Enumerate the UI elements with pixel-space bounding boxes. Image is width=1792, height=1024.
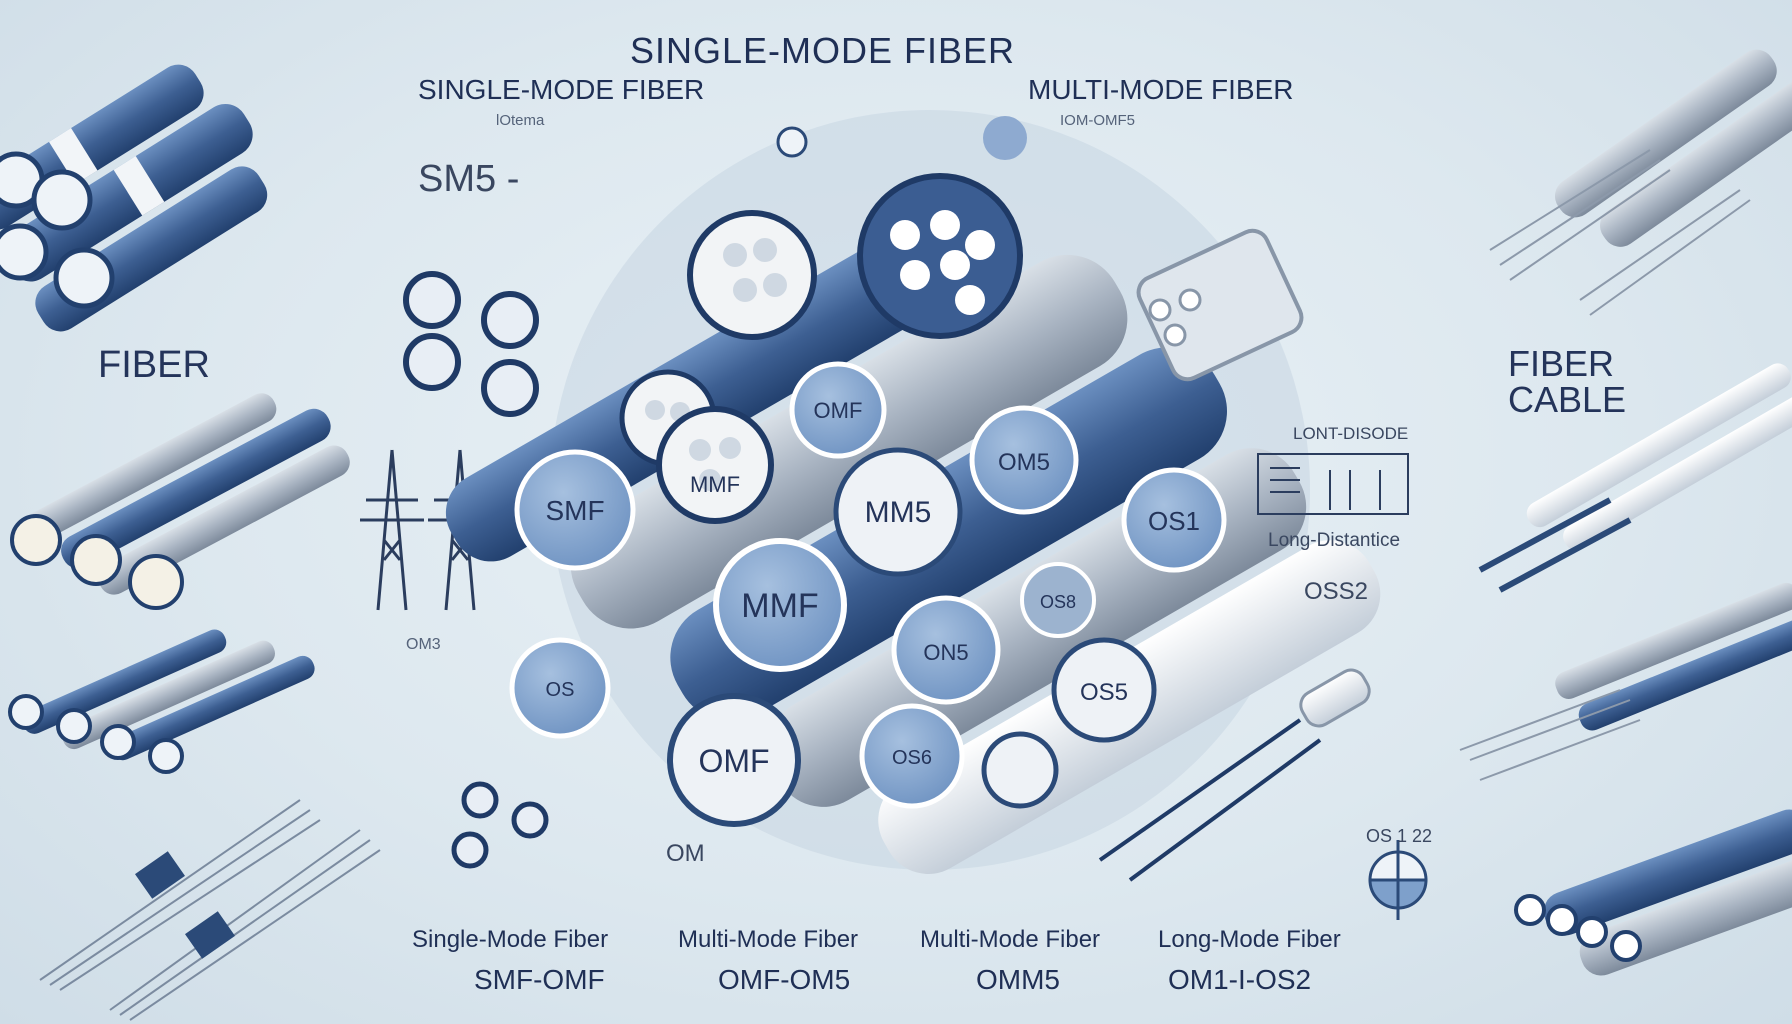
right-cable-bundle-bottom — [1514, 809, 1792, 976]
fiber-bundle-section-4 — [656, 406, 774, 524]
os122-label: OS 1 22 — [1366, 826, 1433, 846]
left-strands-bottom — [39, 799, 381, 1021]
sm5-label: SM5 - — [418, 158, 520, 200]
dot-marker-2 — [776, 126, 808, 158]
multi-mode-heading: MULTI-MODE FIBER — [1028, 74, 1294, 105]
connector-housing — [1136, 228, 1304, 382]
fiber-label: FIBER — [98, 344, 210, 386]
caption-multi-mode-name-2: Multi-Mode Fiber — [920, 926, 1101, 953]
badge-os8-text: OS8 — [1040, 592, 1076, 612]
caption-multi-mode-name-1: Multi-Mode Fiber — [678, 926, 859, 953]
badge-omf-bottom-text: OMF — [698, 743, 769, 779]
caption-long-mode-code: OM1-I-OS2 — [1168, 964, 1312, 995]
right-cables-low — [1459, 582, 1792, 781]
badge-os1-text: OS1 — [1148, 506, 1200, 536]
badge-os6: OS6 — [859, 703, 965, 809]
connector-pigtails — [1098, 718, 1322, 882]
badge-omf-top: OMF — [789, 361, 887, 459]
single-mode-subtitle: lOtema — [496, 112, 545, 129]
main-title: SINGLE-MODE FIBER — [630, 30, 1016, 71]
badge-os5-text: OS5 — [1080, 679, 1128, 706]
fiber-bundle-section-2 — [857, 173, 1023, 339]
right-strands-top — [1489, 49, 1792, 316]
badge-mmf: MMF — [690, 472, 740, 497]
badge-os1: OS1 — [1121, 467, 1227, 573]
long-distance-label: Long-Distantice — [1268, 530, 1401, 551]
badge-smf-text: SMF — [545, 495, 604, 526]
left-cable-bundle-mid — [10, 393, 350, 610]
os2-label: OSS2 — [1304, 578, 1369, 605]
badge-smf: SMF — [514, 449, 636, 571]
badge-os6-text: OS6 — [892, 747, 932, 769]
badge-mmf-text: MMF — [690, 472, 740, 497]
left-cable-bundle-low — [8, 629, 315, 774]
badge-mm5: MM5 — [833, 447, 963, 577]
badge-om5-text: OM5 — [998, 449, 1050, 476]
badge-omf-top-text: OMF — [814, 398, 863, 423]
badge-small-left: OS — [509, 637, 611, 739]
badge-on5: ON5 — [891, 595, 1001, 705]
split-circle-icon — [1368, 840, 1428, 920]
caption-single-mode-code: SMF-OMF — [474, 964, 605, 995]
single-mode-heading: SINGLE-MODE FIBER — [418, 74, 705, 105]
fiber-cable-label: FIBER CABLE — [1508, 343, 1627, 420]
badge-os8: OS8 — [1020, 562, 1096, 638]
badge-mmf-large-text: MMF — [741, 587, 818, 625]
caption-long-mode-name: Long-Mode Fiber — [1158, 926, 1341, 953]
om-label: OM — [666, 840, 705, 867]
left-cable-bundle-top — [0, 64, 268, 332]
badge-mm5-text: MM5 — [865, 496, 932, 529]
caption-single-mode-name: Single-Mode Fiber — [412, 926, 609, 953]
long-diode-label: LONT-DISODE — [1293, 424, 1409, 443]
badge-mmf-large: MMF — [713, 538, 847, 672]
badge-omf-bottom: OMF — [667, 693, 801, 827]
badge-on5-text: ON5 — [923, 640, 968, 665]
multi-mode-subtitle: IOM-OMF5 — [1060, 112, 1135, 129]
fiber-end-small — [981, 731, 1059, 809]
caption-multi-mode-code-2: OMM5 — [976, 964, 1060, 995]
badge-os5: OS5 — [1051, 637, 1157, 743]
right-cables-mid — [1478, 363, 1792, 593]
badge-small-text: OS — [546, 679, 575, 701]
dot-marker-1 — [983, 116, 1027, 160]
badge-om5: OM5 — [969, 405, 1079, 515]
fiber-bundle-section-1 — [687, 210, 817, 340]
diagram-legend-box — [1257, 453, 1409, 515]
small-cable-ends — [403, 271, 549, 869]
om3-label: OM3 — [406, 636, 441, 653]
caption-multi-mode-code-1: OMF-OM5 — [718, 964, 851, 995]
